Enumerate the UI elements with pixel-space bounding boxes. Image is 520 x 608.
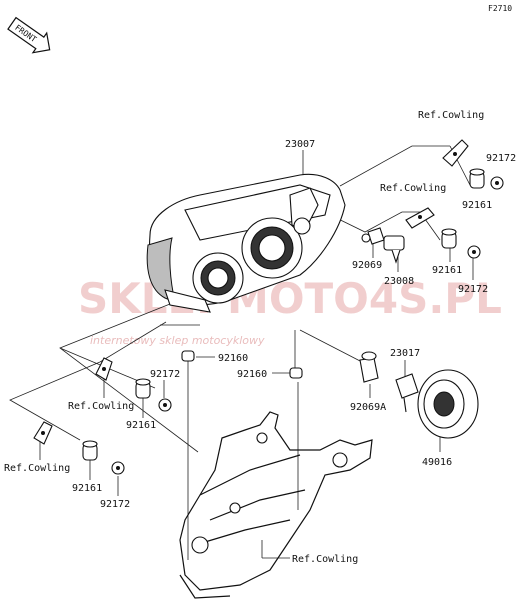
label-ref-cowling-bottom-left: Ref.Cowling (4, 463, 70, 474)
socket-23017 (395, 373, 419, 413)
label-92172-top: 92172 (486, 153, 516, 164)
watermark-text: SKLEPMOTO4S.PL (78, 274, 502, 323)
label-92161-left: 92161 (126, 420, 156, 431)
socket-23008 (383, 235, 405, 264)
grommet-92161-bottom (82, 440, 98, 461)
label-ref-cowling-left: Ref.Cowling (68, 401, 134, 412)
label-92069a: 92069A (350, 402, 386, 413)
cap-49016 (417, 369, 479, 439)
label-92161-top: 92161 (462, 200, 492, 211)
grommet-92160-left (181, 350, 195, 362)
bulb-92069a (359, 351, 379, 383)
label-23008: 23008 (384, 276, 414, 287)
watermark-subtitle: internetowy sklep motocyklowy (90, 334, 265, 347)
label-92069: 92069 (352, 260, 382, 271)
collar-92172-top (490, 176, 504, 190)
label-92172-bottom: 92172 (100, 499, 130, 510)
grommet-92161-mid (441, 228, 457, 249)
cowling-bracket-mid (405, 207, 435, 229)
front-arrow-icon: FRONT (7, 16, 51, 54)
label-92161-bottom: 92161 (72, 483, 102, 494)
cowling-bracket-left (95, 357, 113, 381)
collar-92172-left (158, 398, 172, 412)
label-92172-left: 92172 (150, 369, 180, 380)
label-ref-cowling-frame: Ref.Cowling (292, 554, 358, 565)
label-92160-center: 92160 (237, 369, 267, 380)
label-92160-left: 92160 (218, 353, 248, 364)
headlight-bracket-frame (179, 411, 373, 599)
bulb-92069 (361, 227, 385, 245)
collar-92172-mid (467, 245, 481, 259)
grommet-92160-center (289, 367, 303, 379)
label-ref-cowling-mid: Ref.Cowling (380, 183, 446, 194)
cowling-bracket-bottom-left (33, 421, 53, 445)
grommet-92161-top (469, 168, 485, 189)
grommet-92161-left (135, 378, 151, 399)
cowling-bracket-top (442, 139, 469, 167)
headlight-assembly (146, 173, 346, 313)
collar-92172-bottom (111, 461, 125, 475)
part-labels: 23007 Ref.Cowling 92172 92161 Ref.Cowlin… (4, 110, 516, 565)
label-ref-cowling-top: Ref.Cowling (418, 110, 484, 121)
label-23007: 23007 (285, 139, 315, 150)
label-49016: 49016 (422, 457, 452, 468)
label-92172-mid: 92172 (458, 284, 488, 295)
watermark: SKLEPMOTO4S.PL internetowy sklep motocyk… (78, 274, 502, 347)
label-92161-mid: 92161 (432, 265, 462, 276)
label-23017: 23017 (390, 348, 420, 359)
diagram-code: F2710 (488, 4, 512, 13)
